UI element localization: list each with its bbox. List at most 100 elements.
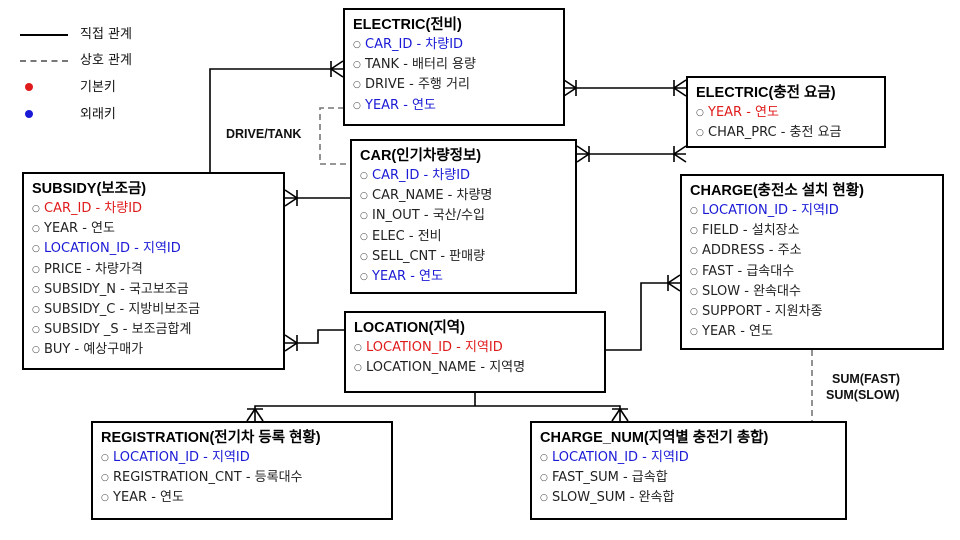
attribute-text: DRIVE - 주행 거리 — [365, 77, 470, 93]
attribute-text: FAST - 급속대수 — [702, 263, 795, 279]
crowfoot-electric-price — [563, 79, 578, 97]
circle-bullet-icon: ○ — [353, 40, 361, 50]
attribute-row: ○ FIELD - 설치장소 — [690, 221, 934, 241]
attribute-text: REGISTRATION_CNT - 등록대수 — [113, 470, 303, 486]
attribute-text: LOCATION_ID - 지역ID — [552, 450, 689, 465]
entity-title: ELECTRIC(전비) — [353, 17, 462, 33]
attribute-list: ○CAR_ID - 차량ID○YEAR - 연도○LOCATION_ID - 지… — [32, 199, 275, 361]
attribute-row: ○ LOCATION_ID - 지역ID — [540, 448, 837, 468]
attribute-text: YEAR - 연도 — [113, 490, 184, 506]
solid-line-icon — [20, 34, 68, 36]
entity-title: CHARGE(충전소 설치 현황) — [690, 183, 864, 199]
circle-bullet-icon: ○ — [690, 327, 698, 338]
attribute-text: PRICE - 차량가격 — [44, 261, 143, 277]
entity-title: LOCATION(지역) — [354, 320, 465, 336]
attribute-list: ○CAR_ID - 차량ID○TANK - 배터리 용량○DRIVE - 주행 … — [353, 35, 555, 116]
entity-registration: REGISTRATION(전기차 등록 현황) ○LOCATION_ID - 지… — [91, 421, 393, 520]
circle-bullet-icon: ○ — [32, 305, 40, 316]
attribute-row: ○CAR_ID - 차량ID — [360, 166, 567, 186]
attribute-row: ○ YEAR - 연도 — [690, 322, 934, 342]
circle-bullet-icon: ○ — [101, 493, 109, 504]
attribute-text: YEAR - 연도 — [372, 269, 443, 285]
circle-bullet-icon: ○ — [690, 206, 698, 216]
entity-electric-price: ELECTRIC(충전 요금) ○YEAR - 연도○CHAR_PRC - 충전… — [686, 76, 886, 148]
circle-bullet-icon: ○ — [690, 226, 698, 237]
entity-subsidy: SUBSIDY(보조금) ○CAR_ID - 차량ID○YEAR - 연도○LO… — [22, 172, 285, 370]
circle-bullet-icon: ○ — [353, 60, 361, 71]
entity-car: CAR(인기차량정보) ○CAR_ID - 차량ID○CAR_NAME - 차량… — [350, 139, 577, 294]
attribute-row: ○ LOCATION_ID - 지역ID — [354, 338, 596, 358]
circle-bullet-icon: ○ — [354, 363, 362, 374]
attribute-row: ○ ELEC - 전비 — [360, 227, 567, 247]
legend-direct-label: 직접 관계 — [80, 27, 132, 42]
attribute-text: IN_OUT - 국산/수입 — [372, 208, 485, 224]
crowfoot-subsidy-car — [284, 189, 299, 207]
circle-bullet-icon: ○ — [360, 251, 368, 262]
attribute-text: SUPPORT - 지원차종 — [702, 304, 823, 320]
circle-bullet-icon: ○ — [353, 80, 361, 91]
legend-foreign-label: 외래키 — [80, 107, 116, 122]
circle-bullet-icon: ○ — [353, 100, 361, 111]
label-sum-fast: SUM(FAST) — [832, 372, 901, 386]
crowfoot-subsidy-location — [284, 334, 299, 352]
circle-bullet-icon: ○ — [360, 171, 368, 181]
circle-bullet-icon: ○ — [690, 307, 698, 318]
attribute-text: BUY - 예상구매가 — [44, 342, 144, 358]
attribute-list: ○YEAR - 연도○CHAR_PRC - 충전 요금 — [696, 103, 876, 143]
legend-foreign: 외래키 — [20, 106, 200, 124]
attribute-row: ○YEAR - 연도 — [32, 219, 275, 239]
attribute-text: FIELD - 설치장소 — [702, 223, 800, 239]
attribute-text: CAR_NAME - 차량명 — [372, 188, 493, 204]
attribute-row: ○ YEAR - 연도 — [696, 103, 876, 123]
attribute-list: ○CAR_ID - 차량ID○CAR_NAME - 차량명○IN_OUT - 국… — [360, 166, 567, 287]
circle-bullet-icon: ○ — [540, 473, 548, 484]
entity-title: REGISTRATION(전기차 등록 현황) — [101, 430, 321, 446]
attribute-row: ○ DRIVE - 주행 거리 — [353, 75, 555, 95]
circle-bullet-icon: ○ — [540, 453, 548, 463]
entity-charge: CHARGE(충전소 설치 현황) ○LOCATION_ID - 지역ID○FI… — [680, 174, 944, 350]
attribute-text: ADDRESS - 주소 — [702, 243, 802, 259]
attribute-text: LOCATION_ID - 지역ID — [366, 340, 503, 355]
circle-bullet-icon: ○ — [32, 264, 40, 275]
circle-bullet-icon: ○ — [101, 473, 109, 484]
crowfoot-registration — [246, 407, 264, 422]
crowfoot-electric-subsidy — [329, 60, 344, 78]
entity-title: ELECTRIC(충전 요금) — [696, 85, 836, 101]
attribute-text: LOCATION_NAME - 지역명 — [366, 360, 526, 376]
attribute-row: ○ PRICE - 차량가격 — [32, 260, 275, 280]
dashed-line-icon — [20, 60, 68, 62]
attribute-list: ○LOCATION_ID - 지역ID○REGISTRATION_CNT - 등… — [101, 448, 383, 509]
blue-dot-icon — [25, 110, 33, 118]
rel-location-children — [254, 393, 621, 421]
circle-bullet-icon: ○ — [690, 266, 698, 277]
circle-bullet-icon: ○ — [32, 284, 40, 295]
circle-bullet-icon: ○ — [696, 108, 704, 118]
attribute-row: ○LOCATION_ID - 지역ID — [101, 448, 383, 468]
legend-indirect: 상호 관계 — [20, 52, 200, 70]
legend-primary: 기본키 — [20, 79, 200, 97]
entity-location: LOCATION(지역) ○ LOCATION_ID - 지역ID ○ LOCATIO… — [344, 311, 606, 393]
attribute-text: YEAR - 연도 — [702, 324, 773, 340]
circle-bullet-icon: ○ — [360, 231, 368, 242]
label-sum-slow: SUM(SLOW) — [826, 388, 900, 402]
crowfoot-car-price — [576, 145, 591, 163]
attribute-row: ○ CAR_NAME - 차량명 — [360, 186, 567, 206]
circle-bullet-icon: ○ — [696, 128, 704, 139]
circle-bullet-icon: ○ — [32, 224, 40, 235]
circle-bullet-icon: ○ — [360, 191, 368, 202]
red-dot-icon — [25, 83, 33, 91]
attribute-row: ○SLOW_SUM - 완속합 — [540, 488, 837, 508]
attribute-row: ○ FAST - 급속대수 — [690, 262, 934, 282]
circle-bullet-icon: ○ — [360, 211, 368, 222]
attribute-text: SLOW - 완속대수 — [702, 283, 801, 299]
attribute-text: YEAR - 연도 — [708, 105, 779, 120]
attribute-text: LOCATION_ID - 지역ID — [113, 450, 250, 465]
circle-bullet-icon: ○ — [354, 343, 362, 353]
entity-title: SUBSIDY(보조금) — [32, 181, 147, 197]
attribute-text: ELEC - 전비 — [372, 228, 442, 244]
attribute-row: ○ YEAR - 연도 — [101, 488, 383, 508]
attribute-row: ○ SUPPORT - 지원차종 — [690, 302, 934, 322]
attribute-text: SLOW_SUM - 완속합 — [552, 490, 675, 506]
attribute-text: CAR_ID - 차량ID — [365, 37, 464, 52]
attribute-row: ○SUBSIDY_N - 국고보조금 — [32, 280, 275, 300]
